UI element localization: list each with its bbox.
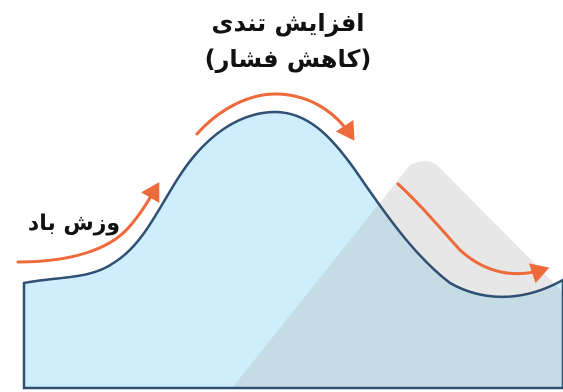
shaded-overlay-region: [232, 161, 563, 388]
wind-blowing-label: وزش باد: [27, 211, 121, 236]
hill-body: [24, 112, 563, 388]
pressure-decrease-label: (کاهش فشار): [204, 45, 372, 73]
wind-arrow-downwind: [396, 182, 550, 284]
hill-outline: [22, 110, 563, 390]
wind-arrow-summit: [195, 92, 355, 141]
speed-increase-label: افزایش تندی: [211, 9, 365, 37]
wind-arrow-upwind: [16, 182, 160, 264]
